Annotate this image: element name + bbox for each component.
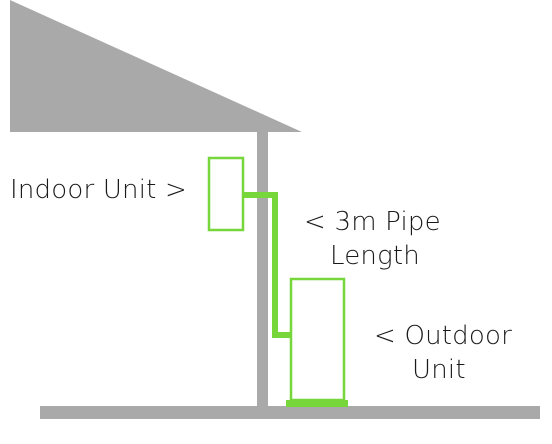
outdoor-unit	[289, 277, 346, 402]
outdoor-unit-base	[286, 400, 348, 407]
ground-line	[40, 406, 540, 419]
outdoor-unit-label-line2: Unit	[412, 355, 466, 385]
indoor-unit-label: Indoor Unit >	[10, 175, 187, 205]
house-roof	[10, 0, 302, 132]
indoor-unit	[207, 156, 245, 232]
refrigerant-pipe	[243, 192, 291, 338]
outdoor-unit-label-line1: < Outdoor	[374, 321, 512, 351]
pipe-length-label-line1: < 3m Pipe	[304, 207, 441, 237]
house-wall	[257, 132, 268, 412]
pipe-length-label-line2: Length	[330, 241, 420, 271]
